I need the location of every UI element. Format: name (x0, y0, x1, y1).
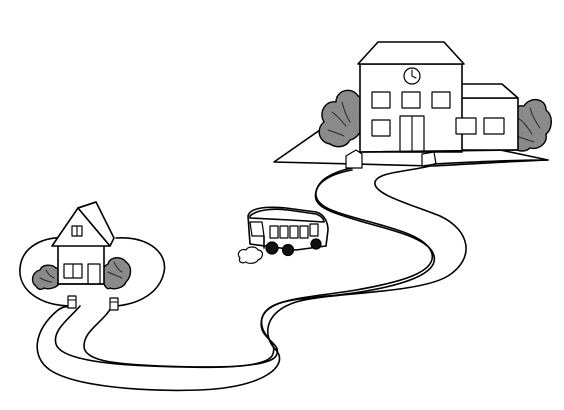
bus-window (279, 225, 289, 239)
house (51, 201, 119, 311)
house-door (87, 263, 101, 285)
road-left-boundary (83, 169, 433, 368)
school-window (371, 119, 391, 137)
school-roof (357, 41, 465, 65)
bus-icon (237, 206, 329, 264)
gate-post-left (345, 149, 363, 169)
school-window (371, 91, 391, 109)
tree-left (318, 89, 365, 148)
exhaust-cloud (237, 246, 264, 264)
school-window (455, 117, 477, 135)
bus-window (269, 225, 279, 239)
ground-line (433, 159, 549, 165)
house-chimney-gable (77, 201, 97, 209)
bus-wheel-front (265, 241, 279, 255)
bus-roof (249, 208, 325, 223)
road (83, 169, 433, 368)
bus-window (289, 225, 299, 239)
bus-window (299, 225, 309, 239)
bus-wheel-back (310, 238, 322, 250)
house-yard (19, 236, 166, 307)
school-window (483, 117, 505, 135)
gate-post (109, 297, 119, 311)
road-edge-outer (36, 165, 467, 392)
bus-window (309, 223, 319, 237)
mailbox-icon (67, 295, 77, 309)
school-window (401, 91, 421, 109)
school-building (345, 41, 519, 169)
tree-icon (31, 257, 132, 291)
bus-wheel-rear (281, 243, 295, 257)
school-window (431, 91, 451, 109)
bush-right (99, 257, 132, 290)
bus-front-window (249, 221, 265, 237)
yard-outline (19, 236, 166, 307)
